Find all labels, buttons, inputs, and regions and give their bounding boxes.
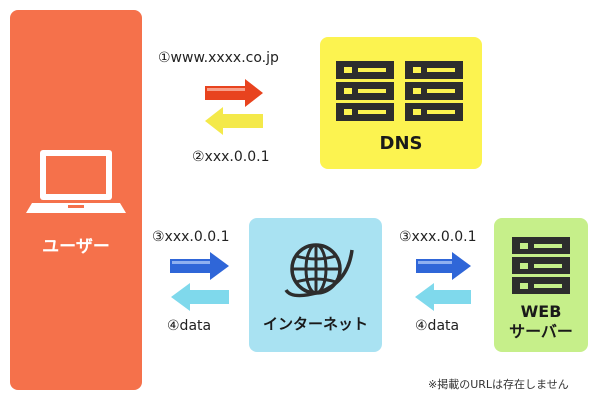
server-rack-icon — [336, 61, 463, 121]
web-label-line2: サーバー — [509, 322, 573, 341]
globe-icon — [284, 243, 354, 298]
arrow-internet-to-web — [416, 252, 471, 280]
internet-label: インターネット — [262, 315, 368, 333]
step3-right-label: ③xxx.0.0.1 — [399, 229, 477, 245]
arrow-internet-to-user — [171, 283, 229, 311]
server-rack-icon — [512, 237, 570, 294]
step1-label: ①www.xxxx.co.jp — [158, 50, 279, 66]
arrow-from-dns — [205, 107, 263, 135]
dns-label: DNS — [379, 133, 423, 154]
step3-left-label: ③xxx.0.0.1 — [152, 229, 230, 245]
step4-right-label: ④data — [415, 318, 460, 334]
web-server-label: WEB サーバー — [494, 302, 588, 342]
web-label-line1: WEB — [520, 302, 562, 321]
arrow-web-to-internet — [415, 283, 471, 311]
step2-label: ②xxx.0.0.1 — [192, 149, 270, 165]
footnote: ※掲載のURLは存在しません — [428, 378, 569, 391]
step4-left-label: ④data — [167, 318, 212, 334]
arrow-to-dns — [205, 79, 263, 107]
laptop-icon — [26, 150, 126, 213]
arrow-user-to-internet — [170, 252, 229, 280]
user-label: ユーザー — [42, 237, 110, 257]
